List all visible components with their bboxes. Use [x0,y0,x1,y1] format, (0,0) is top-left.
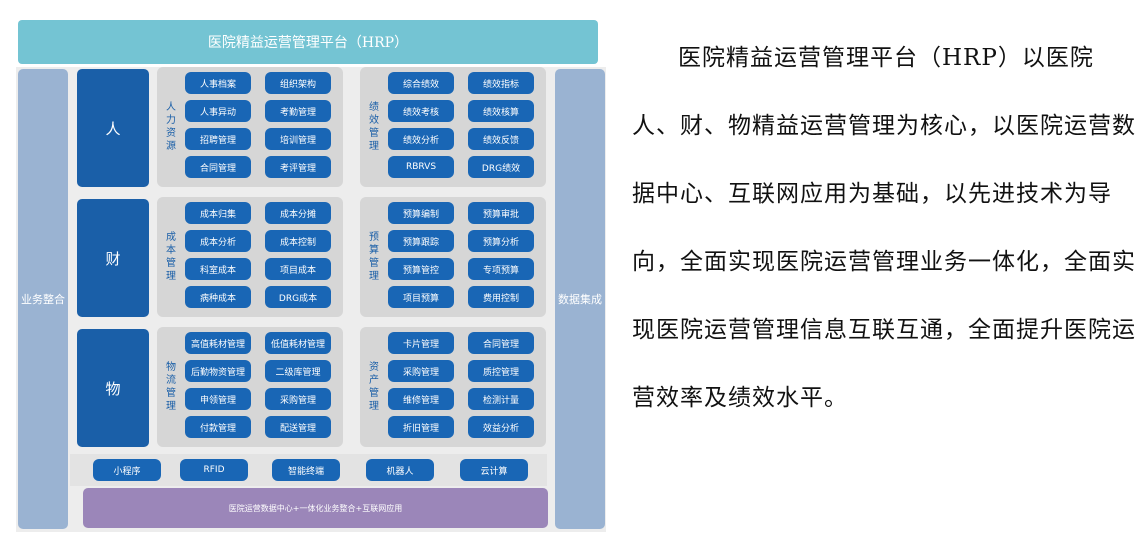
module-button[interactable]: 卡片管理 [388,332,454,354]
module-button[interactable]: 专项预算 [468,258,534,280]
right-sidebar-label: 数据集成 [558,293,602,306]
module-button[interactable]: 项目预算 [388,286,454,308]
module-button[interactable]: 成本控制 [265,230,331,252]
module-button[interactable]: 申领管理 [185,388,251,410]
module-button[interactable]: 维修管理 [388,388,454,410]
module-button[interactable]: 考勤管理 [265,100,331,122]
module-button[interactable]: 预算审批 [468,202,534,224]
module-button[interactable]: 考评管理 [265,156,331,178]
module-button[interactable]: 项目成本 [265,258,331,280]
module-button[interactable]: 绩效核算 [468,100,534,122]
module-button[interactable]: 付款管理 [185,416,251,438]
module-button[interactable]: 组织架构 [265,72,331,94]
footer-label: 医院运营数据中心+一体化业务整合+互联网应用 [228,503,403,513]
module-button[interactable]: 成本分析 [185,230,251,252]
module-button[interactable]: 绩效考核 [388,100,454,122]
module-group-label: 物流管理 [166,362,176,412]
module-button[interactable]: 采购管理 [388,360,454,382]
module-button[interactable]: 预算编制 [388,202,454,224]
module-button[interactable]: 成本分摊 [265,202,331,224]
module-group-label: 成本管理 [166,232,176,282]
tech-button-rfid[interactable]: RFID [180,459,248,481]
module-button[interactable]: 预算分析 [468,230,534,252]
row-label-ren: 人 [77,69,149,187]
description-paragraph: 医院精益运营管理平台（HRP）以医院人、财、物精益运营管理为核心，以医院运营数据… [632,24,1137,524]
description-text: 医院精益运营管理平台（HRP）以医院人、财、物精益运营管理为核心，以医院运营数据… [632,45,1136,411]
module-group-label: 预算管理 [369,232,379,282]
module-button[interactable]: 绩效指标 [468,72,534,94]
module-button[interactable]: 质控管理 [468,360,534,382]
module-button[interactable]: 费用控制 [468,286,534,308]
module-button[interactable]: 合同管理 [468,332,534,354]
module-button[interactable]: RBRVS [388,156,454,178]
module-button[interactable]: DRG成本 [265,286,331,308]
module-button[interactable]: 招聘管理 [185,128,251,150]
module-button[interactable]: 人事档案 [185,72,251,94]
module-button[interactable]: 病种成本 [185,286,251,308]
module-group-label: 人力资源 [166,102,176,152]
module-button[interactable]: 人事异动 [185,100,251,122]
module-button[interactable]: 成本归集 [185,202,251,224]
module-button[interactable]: DRG绩效 [468,156,534,178]
module-button[interactable]: 采购管理 [265,388,331,410]
left-sidebar-label: 业务整合 [21,293,65,306]
left-sidebar-business-integration: 业务整合 [18,69,68,529]
module-button[interactable]: 检测计量 [468,388,534,410]
row-label-wu: 物 [77,329,149,447]
module-group-label: 绩效管理 [369,102,379,152]
module-button[interactable]: 效益分析 [468,416,534,438]
module-button[interactable]: 二级库管理 [265,360,331,382]
module-button[interactable]: 预算管控 [388,258,454,280]
tech-button-cloud-computing[interactable]: 云计算 [460,459,528,481]
hrp-architecture-diagram: 医院精益运营管理平台（HRP） 业务整合 数据集成 人 人力资源人事档案组织架构人… [16,20,606,532]
module-group-label: 资产管理 [369,362,379,412]
module-button[interactable]: 培训管理 [265,128,331,150]
tech-button-mini-program[interactable]: 小程序 [93,459,161,481]
tech-button-robot[interactable]: 机器人 [366,459,434,481]
module-button[interactable]: 预算跟踪 [388,230,454,252]
module-button[interactable]: 绩效反馈 [468,128,534,150]
module-button[interactable]: 绩效分析 [388,128,454,150]
module-button[interactable]: 配送管理 [265,416,331,438]
platform-title-banner: 医院精益运营管理平台（HRP） [18,20,598,64]
module-button[interactable]: 综合绩效 [388,72,454,94]
data-center-footer-bar: 医院运营数据中心+一体化业务整合+互联网应用 [83,488,548,528]
module-button[interactable]: 科室成本 [185,258,251,280]
module-button[interactable]: 低值耗材管理 [265,332,331,354]
tech-button-smart-terminal[interactable]: 智能终端 [272,459,340,481]
module-button[interactable]: 后勤物资管理 [185,360,251,382]
module-button[interactable]: 折旧管理 [388,416,454,438]
module-button[interactable]: 合同管理 [185,156,251,178]
row-label-cai: 财 [77,199,149,317]
right-sidebar-data-integration: 数据集成 [555,69,605,529]
module-button[interactable]: 高值耗材管理 [185,332,251,354]
